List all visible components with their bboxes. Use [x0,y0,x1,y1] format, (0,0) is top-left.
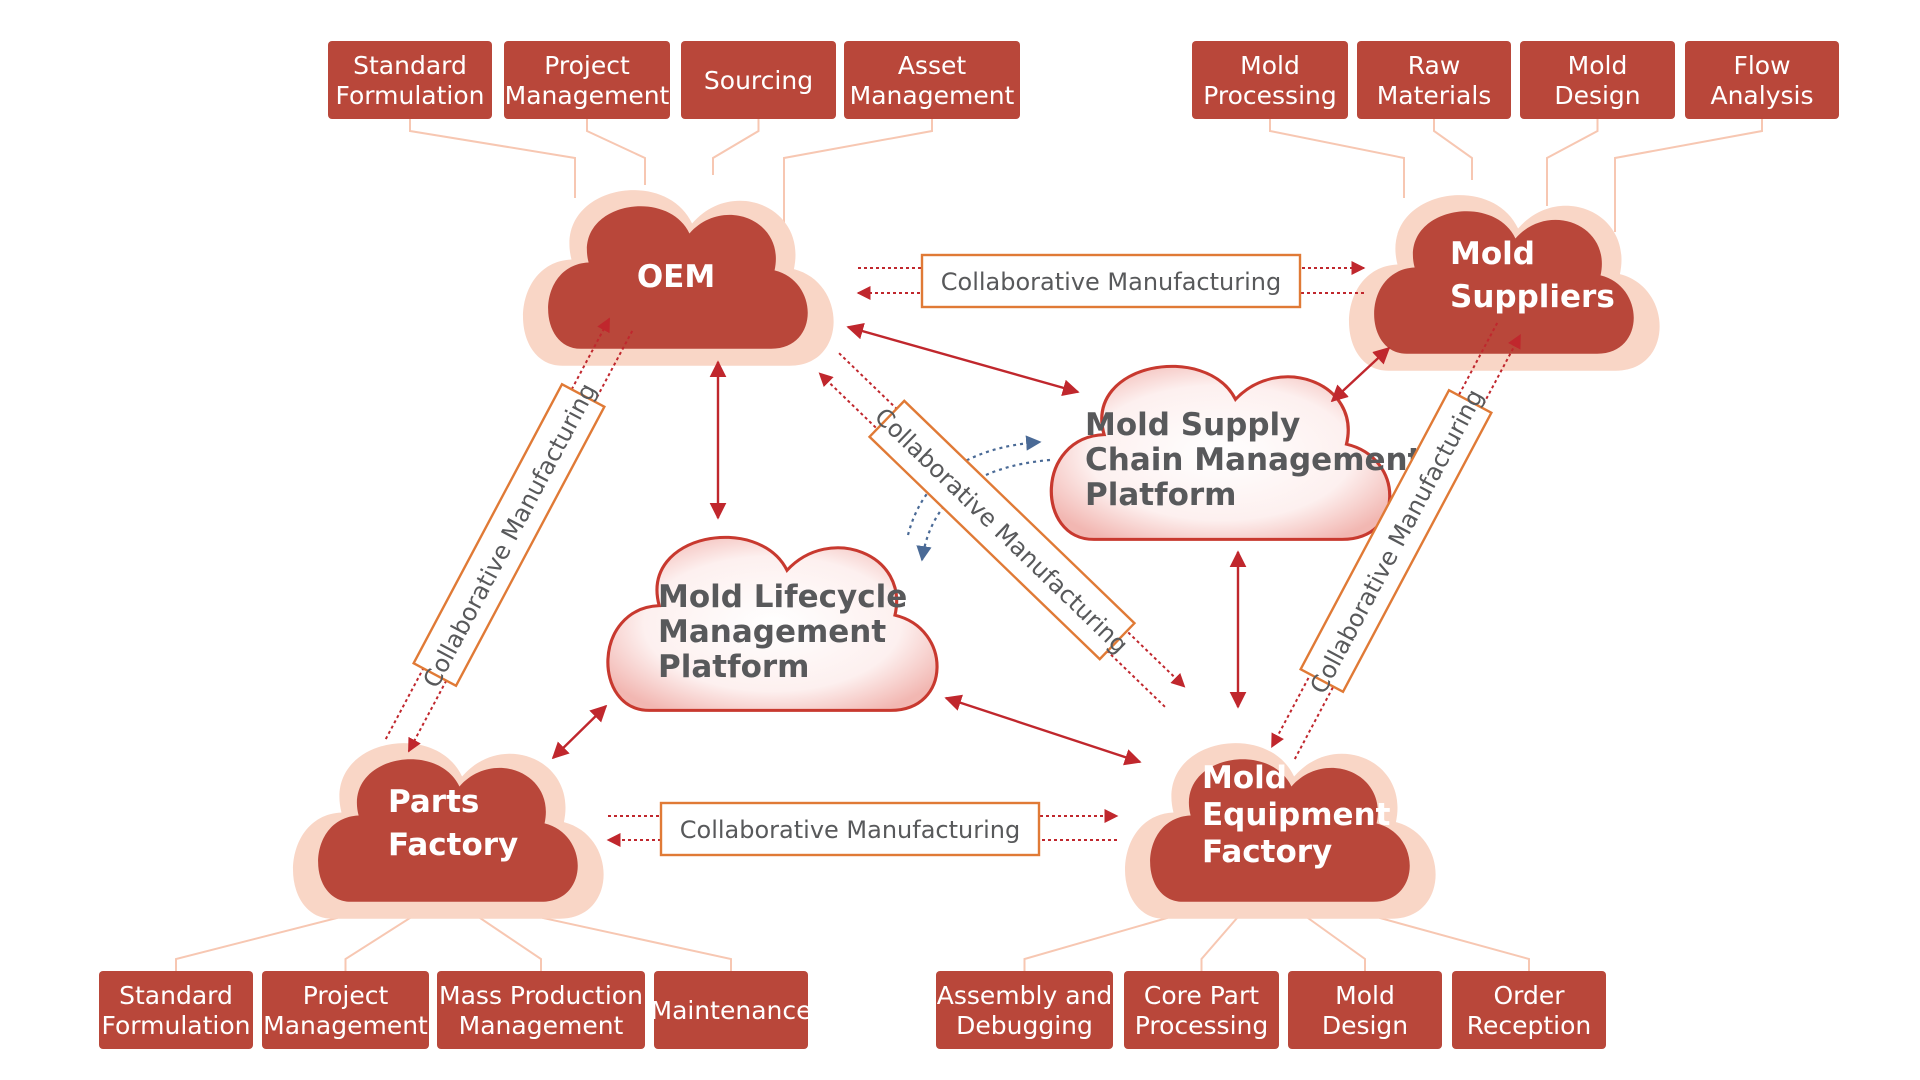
collab-oem-parts: Collaborative Manufacturing [384,317,634,753]
collab-box-left [412,382,606,688]
mold-suppliers-connector-3 [1614,119,1763,232]
platform-exchange-arrows [906,435,1051,562]
collab-box-diagonal [867,399,1137,661]
collab-label-left: Collaborative Manufacturing [418,379,603,693]
mold-suppliers-connector-2 [1546,119,1599,206]
oem-label: OEM [637,259,715,295]
tag-label: Sourcing [704,66,813,95]
collab-box-bottom [659,801,1041,857]
platform-arrows [551,323,1391,766]
oem-tag: Sourcing [681,41,836,119]
lifecycle-to-supply-chain-arrow [906,435,1042,536]
oem-supply-chain-arrow [846,323,1080,396]
lifecycle-equipment-arrow [944,694,1142,766]
oem-connector-0 [409,119,576,198]
parts-lifecycle-arrow [551,704,608,760]
tag-label: Maintenance [651,996,812,1025]
collab-box-top [920,253,1302,309]
collab-label-top: Collaborative Manufacturing [941,268,1281,296]
mold-suppliers-connector-1 [1433,119,1473,180]
suppliers-supply-chain-arrow [1330,346,1391,403]
oem-connector-3 [783,119,933,232]
mold-suppliers-connector-0 [1269,119,1405,198]
supply-chain-to-lifecycle-arrow [916,458,1051,562]
collab-box-right [1299,388,1493,694]
oem-cloud: OEM [523,190,834,366]
oem-connector-1 [586,119,646,185]
oem-connector-2 [712,119,760,175]
collab-oem-suppliers: Collaborative Manufacturing [856,253,1366,309]
collab-parts-equipment: Collaborative Manufacturing [606,801,1119,857]
collab-label-bottom: Collaborative Manufacturing [680,816,1020,844]
parts-factory-tag: Maintenance [651,971,812,1049]
